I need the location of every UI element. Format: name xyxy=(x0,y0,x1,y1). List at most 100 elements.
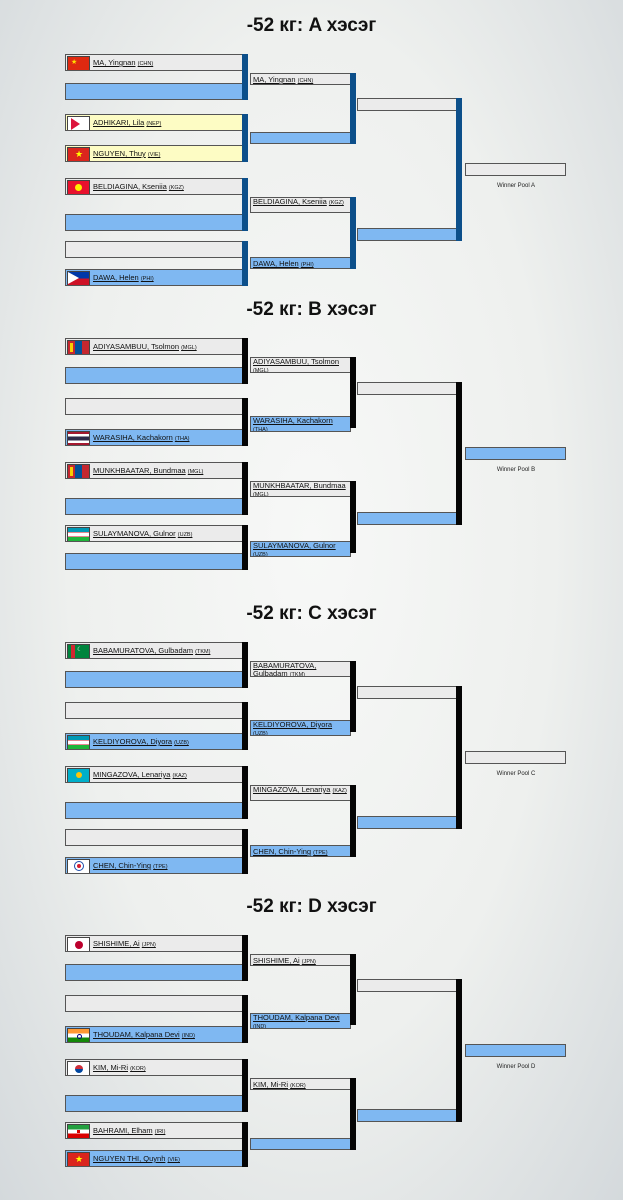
round1-connector xyxy=(242,1122,248,1167)
athlete-entry: SULAYMANOVA, Gulnor (UZB) xyxy=(253,541,348,556)
athlete-name-link[interactable]: KELDIYOROVA, Diyora xyxy=(93,737,173,746)
athlete-name-link[interactable]: BELDIAGINA, Kseniia xyxy=(93,182,167,191)
athlete-name-link[interactable]: BELDIAGINA, Kseniia xyxy=(253,197,327,206)
round3-slot xyxy=(357,979,457,992)
country-code: (TKM) xyxy=(289,672,305,677)
athlete-name-link[interactable]: MA, Yingnan xyxy=(93,58,136,67)
round2-slot[interactable]: ADIYASAMBUU, Tsolmon (MGL) xyxy=(250,357,351,373)
athlete-name-link[interactable]: MUNKHBAATAR, Bundmaa xyxy=(93,466,186,475)
athlete-name-link[interactable]: NGUYEN THI, Quynh xyxy=(93,1154,166,1163)
round3-slot xyxy=(357,228,457,241)
athlete-name-link[interactable]: ADHIKARI, Lila xyxy=(93,118,145,127)
country-code: (IRI) xyxy=(154,1129,166,1135)
round2-slot[interactable]: BABAMURATOVA, Gulbadam (TKM) xyxy=(250,661,351,677)
athlete-name-link[interactable]: KIM, Mi-Ri xyxy=(253,1080,288,1089)
country-code: (KAZ) xyxy=(172,773,187,779)
athlete-entry: BAHRAMI, Elham (IRI) xyxy=(93,1126,240,1137)
athlete-name-link[interactable]: ADIYASAMBUU, Tsolmon xyxy=(253,357,339,366)
round1-slot xyxy=(65,498,243,515)
athlete-name-link[interactable]: WARASIHA, Kachakorn xyxy=(93,433,173,442)
round3-connector xyxy=(456,382,462,525)
round2-slot[interactable]: KELDIYOROVA, Diyora (UZB) xyxy=(250,720,351,736)
athlete-name-link[interactable]: SULAYMANOVA, Gulnor xyxy=(93,529,176,538)
athlete-name-link[interactable]: WARASIHA, Kachakorn xyxy=(253,416,333,425)
athlete-name-link[interactable]: THOUDAM, Kalpana Devi xyxy=(253,1013,340,1022)
athlete-name-link[interactable]: BABAMURATOVA, Gulbadam xyxy=(253,661,317,677)
round1-slot[interactable]: BAHRAMI, Elham (IRI) xyxy=(65,1122,243,1139)
round2-slot[interactable]: SHISHIME, Ai (JPN) xyxy=(250,954,351,966)
round1-slot[interactable]: ☾BABAMURATOVA, Gulbadam (TKM) xyxy=(65,642,243,659)
athlete-entry: BELDIAGINA, Kseniia (KGZ) xyxy=(93,182,240,193)
athlete-name-link[interactable]: CHEN, Chin-Ying xyxy=(93,861,152,870)
japan-flag-icon xyxy=(67,937,90,951)
round1-slot xyxy=(65,241,243,258)
athlete-name-link[interactable]: CHEN, Chin-Ying xyxy=(253,847,312,856)
pool-title: -52 кг: A хэсэг xyxy=(246,15,377,36)
round1-slot[interactable]: CHEN, Chin-Ying (TPE) xyxy=(65,857,243,874)
athlete-name-link[interactable]: KIM, Mi-Ri xyxy=(93,1063,128,1072)
round2-slot[interactable]: KIM, Mi-Ri (KOR) xyxy=(250,1078,351,1090)
athlete-entry: BABAMURATOVA, Gulbadam (TKM) xyxy=(93,646,240,657)
round1-slot[interactable]: MINGAZOVA, Lenariya (KAZ) xyxy=(65,766,243,783)
round1-slot[interactable]: ★NGUYEN, Thuy (VIE) xyxy=(65,145,243,162)
athlete-name-link[interactable]: SHISHIME, Ai xyxy=(253,956,300,965)
round2-slot[interactable]: MUNKHBAATAR, Bundmaa (MGL) xyxy=(250,481,351,497)
round2-slot[interactable]: MINGAZOVA, Lenariya (KAZ) xyxy=(250,785,351,801)
round1-slot xyxy=(65,964,243,981)
country-code: (PHI) xyxy=(300,262,314,268)
round1-slot[interactable]: ★NGUYEN THI, Quynh (VIE) xyxy=(65,1150,243,1167)
country-code: (VIE) xyxy=(147,152,161,158)
round1-slot[interactable]: KIM, Mi-Ri (KOR) xyxy=(65,1059,243,1076)
round2-slot[interactable]: BELDIAGINA, Kseniia (KGZ) xyxy=(250,197,351,213)
round1-slot xyxy=(65,702,243,719)
country-code: (KGZ) xyxy=(328,200,344,206)
mongolia-flag-icon xyxy=(67,464,90,478)
round1-slot[interactable]: ADIYASAMBUU, Tsolmon (MGL) xyxy=(65,338,243,355)
round2-slot xyxy=(250,132,351,144)
athlete-name-link[interactable]: THOUDAM, Kalpana Devi xyxy=(93,1030,180,1039)
round3-connector xyxy=(456,686,462,829)
round2-slot[interactable]: MA, Yingnan (CHN) xyxy=(250,73,351,85)
round1-slot[interactable]: SULAYMANOVA, Gulnor (UZB) xyxy=(65,525,243,542)
country-code: (VIE) xyxy=(167,1157,181,1163)
athlete-name-link[interactable]: BAHRAMI, Elham xyxy=(93,1126,153,1135)
round1-connector xyxy=(242,766,248,819)
round3-slot xyxy=(357,1109,457,1122)
athlete-name-link[interactable]: ADIYASAMBUU, Tsolmon xyxy=(93,342,179,351)
korea-flag-icon xyxy=(67,1061,90,1075)
athlete-entry: WARASIHA, Kachakorn (THA) xyxy=(253,416,348,431)
athlete-name-link[interactable]: KELDIYOROVA, Diyora xyxy=(253,720,333,729)
country-code: (TPE) xyxy=(153,864,168,870)
round2-slot[interactable]: THOUDAM, Kalpana Devi (IND) xyxy=(250,1013,351,1029)
country-code: (UZB) xyxy=(177,532,193,538)
athlete-name-link[interactable]: DAWA, Helen xyxy=(93,273,139,282)
athlete-entry: DAWA, Helen (PHI) xyxy=(253,259,348,268)
athlete-name-link[interactable]: NGUYEN, Thuy xyxy=(93,149,146,158)
round1-slot[interactable]: KELDIYOROVA, Diyora (UZB) xyxy=(65,733,243,750)
round1-slot[interactable]: SHISHIME, Ai (JPN) xyxy=(65,935,243,952)
round1-connector xyxy=(242,398,248,446)
round2-slot[interactable]: DAWA, Helen (PHI) xyxy=(250,257,351,269)
athlete-name-link[interactable]: MUNKHBAATAR, Bundmaa xyxy=(253,481,346,490)
round1-slot[interactable]: BELDIAGINA, Kseniia (KGZ) xyxy=(65,178,243,195)
athlete-entry: ADIYASAMBUU, Tsolmon (MGL) xyxy=(93,342,240,353)
round1-slot[interactable]: DAWA, Helen (PHI) xyxy=(65,269,243,286)
athlete-entry: CHEN, Chin-Ying (TPE) xyxy=(253,847,348,856)
round1-slot[interactable]: ADHIKARI, Lila (NEP) xyxy=(65,114,243,131)
round1-slot xyxy=(65,1095,243,1112)
athlete-name-link[interactable]: SULAYMANOVA, Gulnor xyxy=(253,541,336,550)
athlete-name-link[interactable]: MINGAZOVA, Lenariya xyxy=(93,770,171,779)
athlete-name-link[interactable]: BABAMURATOVA, Gulbadam xyxy=(93,646,194,655)
athlete-name-link[interactable]: MINGAZOVA, Lenariya xyxy=(253,785,331,794)
athlete-name-link[interactable]: SHISHIME, Ai xyxy=(93,939,140,948)
round1-slot[interactable]: ★MA, Yingnan (CHN) xyxy=(65,54,243,71)
athlete-name-link[interactable]: DAWA, Helen xyxy=(253,259,299,268)
round2-slot[interactable]: SULAYMANOVA, Gulnor (UZB) xyxy=(250,541,351,557)
round1-slot[interactable]: MUNKHBAATAR, Bundmaa (MGL) xyxy=(65,462,243,479)
round1-slot[interactable]: WARASIHA, Kachakorn (THA) xyxy=(65,429,243,446)
athlete-name-link[interactable]: MA, Yingnan xyxy=(253,75,296,84)
round1-slot[interactable]: THOUDAM, Kalpana Devi (IND) xyxy=(65,1026,243,1043)
round2-slot[interactable]: WARASIHA, Kachakorn (THA) xyxy=(250,416,351,432)
round3-slot xyxy=(357,512,457,525)
round2-slot[interactable]: CHEN, Chin-Ying (TPE) xyxy=(250,845,351,857)
